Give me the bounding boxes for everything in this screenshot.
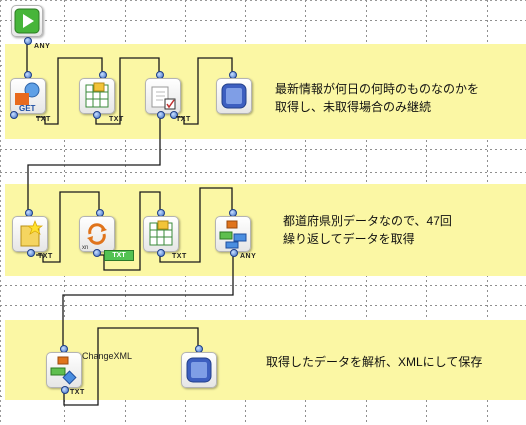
port-label-txt: TXT <box>172 253 187 260</box>
output-port[interactable] <box>157 249 165 257</box>
wire-extract-to-check <box>95 57 160 125</box>
step-2-line-2: 繰り返してデータを取得 <box>283 232 415 246</box>
extract-node[interactable] <box>79 78 115 114</box>
output-port[interactable] <box>27 249 35 257</box>
end-icon <box>186 357 212 383</box>
condition-node[interactable] <box>145 78 181 114</box>
output-port[interactable] <box>61 386 69 394</box>
output-port[interactable] <box>93 249 101 257</box>
wire-check-to-end <box>176 57 233 125</box>
grid-line <box>0 172 526 173</box>
grid-line <box>0 149 526 150</box>
port-label-txt: TXT <box>70 389 85 396</box>
output-port[interactable] <box>93 111 101 119</box>
wire-split-to-changexml <box>62 255 234 348</box>
port-label-any: ANY <box>34 43 51 50</box>
extract-table-icon <box>149 220 173 246</box>
port-label-txt: TXT <box>109 116 124 123</box>
port-label-txt: TXT <box>176 116 191 123</box>
port-label-any: ANY <box>240 253 257 260</box>
grid-line <box>0 20 526 21</box>
output-port[interactable] <box>157 111 165 119</box>
step-3-line-1: 取得したデータを解析、XMLにして保存 <box>266 355 483 369</box>
end-icon <box>221 83 247 109</box>
condition-check-icon <box>151 86 176 110</box>
grid-line <box>0 305 526 306</box>
step-2-line-1: 都道府県別データなので、47回 <box>283 214 452 228</box>
end-node[interactable] <box>181 352 217 388</box>
loop-output-badge: TXT <box>104 250 134 261</box>
wire-changexml-to-end <box>63 327 199 406</box>
start-icon <box>14 8 40 34</box>
http-get-node[interactable]: GET <box>10 78 46 114</box>
step-2-description: 都道府県別データなので、47回 繰り返してデータを取得 <box>283 212 452 248</box>
step-band-3 <box>5 320 526 400</box>
wire-check-to-new <box>27 117 161 212</box>
step-1-description: 最新情報が何日の何時のものなのかを 取得し、未取得場合のみ継続 <box>275 80 479 116</box>
new-item-node[interactable] <box>12 216 48 252</box>
port-label-txt: TXT <box>36 116 51 123</box>
output-port[interactable] <box>10 111 18 119</box>
step-3-description: 取得したデータを解析、XMLにして保存 <box>266 353 482 371</box>
output-port[interactable] <box>170 111 178 119</box>
grid-line <box>0 285 526 286</box>
end-node[interactable] <box>216 78 252 114</box>
svg-text:GET: GET <box>19 104 36 113</box>
step-1-line-2: 取得し、未取得場合のみ継続 <box>275 100 432 114</box>
http-get-icon: GET <box>15 82 40 113</box>
svg-text:xn: xn <box>82 245 88 251</box>
loop-node[interactable]: xn <box>79 216 115 252</box>
port-label-txt: TXT <box>38 253 53 260</box>
start-node[interactable] <box>11 5 43 37</box>
extract-table-icon <box>85 82 109 108</box>
change-xml-label: ChangeXML <box>82 351 133 361</box>
change-xml-node[interactable] <box>46 352 82 388</box>
wire-extract-to-split <box>159 187 233 263</box>
step-1-line-1: 最新情報が何日の何時のものなのかを <box>275 82 480 96</box>
output-port[interactable] <box>24 37 32 45</box>
wire-new-to-loop <box>36 191 100 263</box>
split-node[interactable] <box>215 216 251 252</box>
change-xml-icon <box>50 356 77 385</box>
output-port[interactable] <box>230 249 238 257</box>
loop-icon: xn <box>82 223 107 251</box>
wire-get-to-extract <box>36 57 103 125</box>
split-icon <box>219 220 247 249</box>
extract-node[interactable] <box>143 216 179 252</box>
new-item-icon <box>20 220 44 247</box>
